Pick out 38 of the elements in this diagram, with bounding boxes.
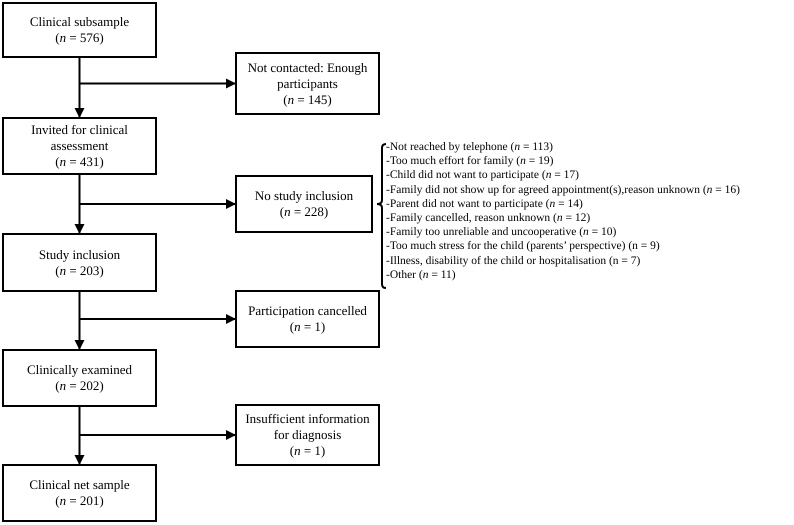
arrow	[78, 175, 236, 209]
reason-text: -Child did not want to participate (n = 17)	[386, 168, 580, 183]
box-text: Study inclusion	[38, 246, 120, 262]
box-text: (n = 431)	[55, 154, 104, 170]
process-box	[2, 2, 157, 58]
arrow	[78, 292, 236, 324]
reason-text: -Too much effort for family (n = 19)	[386, 154, 554, 168]
process-box	[2, 349, 157, 407]
arrow	[78, 407, 236, 440]
box-text: (n = 576)	[55, 30, 104, 46]
reason-text: -Too much stress for the child (parents’ perspective) (n = 9)	[386, 239, 661, 254]
arrow	[78, 58, 236, 88]
box-text: (n = 228)	[280, 204, 328, 220]
process-box	[235, 404, 380, 466]
process-box	[2, 464, 157, 522]
process-box	[235, 290, 380, 348]
box-text: Clinical net sample	[29, 477, 130, 493]
process-box	[235, 52, 380, 115]
box-text: (n = 145)	[283, 92, 332, 108]
process-box	[2, 233, 157, 292]
reason-text: -Family too unreliable and uncooperative (n = 10)	[386, 225, 618, 240]
reason-text: -Parent did not want to participate (n = 14)	[386, 196, 584, 212]
box-text: (n = 1)	[290, 443, 326, 459]
reason-text: -Family did not show up for agreed appointment(s),reason unknown (n = 16)	[386, 182, 740, 197]
box-text: (n = 201)	[55, 493, 104, 509]
process-box	[2, 117, 157, 175]
box-text: (n = 1)	[290, 319, 326, 335]
reason-text: -Illness, disability of the child or hospitalisation (n = 7)	[386, 254, 642, 268]
process-box	[235, 175, 373, 233]
box-text: (n = 202)	[55, 378, 104, 394]
box-text: (n = 203)	[55, 262, 104, 278]
box-text: Clinically examined	[26, 362, 132, 378]
reason-text: -Family cancelled, reason unknown (n = 12)	[386, 211, 592, 226]
box-text: Clinical subsample	[30, 14, 130, 30]
box-text: Participation cancelled	[248, 303, 367, 319]
reason-text: -Other (n = 11)	[386, 268, 457, 282]
box-text: No study inclusion	[254, 188, 354, 204]
reason-text: -Not reached by telephone (n = 113)	[386, 140, 554, 154]
